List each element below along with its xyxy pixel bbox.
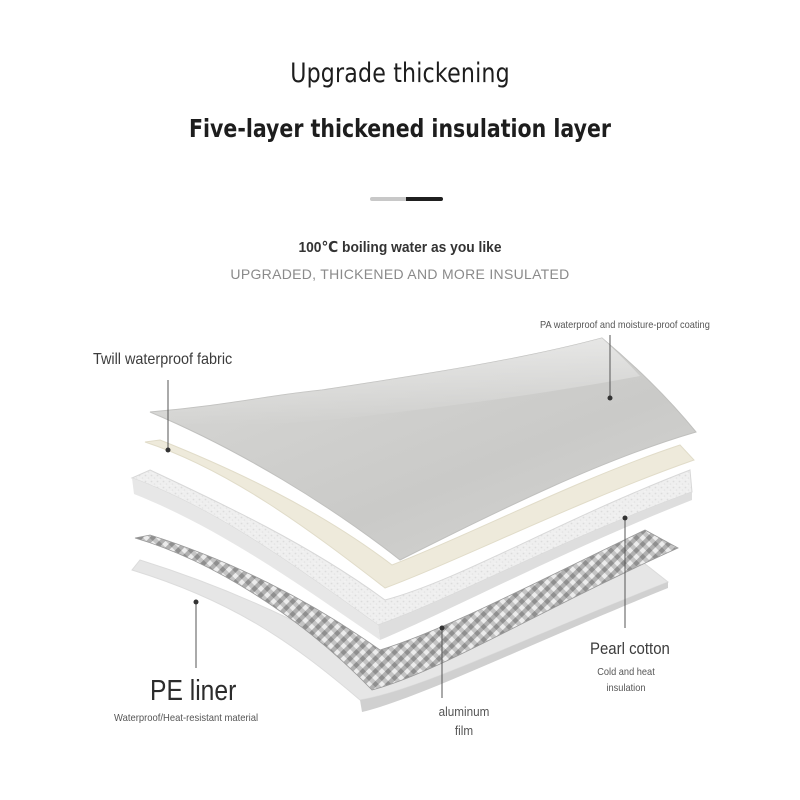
pearl-cotton-description: Cold and heat insulation [597, 666, 655, 694]
section-divider [370, 197, 443, 201]
aluminum-film-layer [134, 529, 679, 691]
tagline-secondary: UPGRADED, THICKENED AND MORE INSULATED [230, 266, 570, 282]
twill-fabric-label: Twill waterproof fabric [93, 351, 233, 368]
pearl-leader-dot [622, 515, 628, 521]
pe-liner-description: Waterproof/Heat-resistant material [114, 712, 259, 724]
pa-leader-dot [607, 395, 613, 401]
pe-leader-dot [193, 599, 199, 605]
aluminum-film-label: aluminum film [438, 704, 490, 738]
pe-liner-label: PE liner [150, 675, 237, 707]
pa-coating-label: PA waterproof and moisture-proof coating [540, 319, 710, 331]
aluminum-leader-dot [439, 625, 445, 631]
pearl-cotton-label: Pearl cotton [590, 639, 670, 658]
pa-coating-layer [144, 439, 695, 589]
page-title: Upgrade thickening [290, 58, 510, 89]
divider-light-segment [370, 197, 406, 201]
page-subtitle: Five-layer thickened insulation layer [189, 114, 611, 143]
twill-leader-dot [165, 447, 171, 453]
tagline: 100℃ boiling water as you like [298, 239, 502, 256]
divider-dark-segment [406, 197, 443, 201]
